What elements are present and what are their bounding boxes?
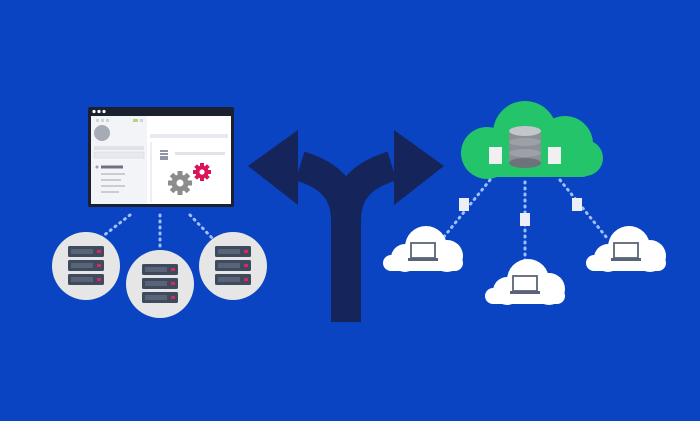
browser-window-icon	[88, 107, 234, 207]
laptop-icon	[611, 242, 641, 261]
document-icon	[459, 198, 582, 226]
server-connectors	[96, 213, 216, 252]
fork-arrow-icon	[295, 151, 397, 322]
avatar	[94, 125, 110, 141]
server-icon	[52, 232, 120, 300]
gear-icon-pink	[193, 163, 211, 181]
laptop-icon	[408, 242, 438, 261]
fork-arrowheads	[248, 130, 444, 205]
server-icon	[199, 232, 267, 300]
gear-icon	[168, 171, 192, 195]
database-icon	[509, 126, 541, 168]
laptop-icon	[510, 275, 540, 294]
document-icon	[489, 147, 561, 164]
server-icon	[126, 250, 194, 318]
